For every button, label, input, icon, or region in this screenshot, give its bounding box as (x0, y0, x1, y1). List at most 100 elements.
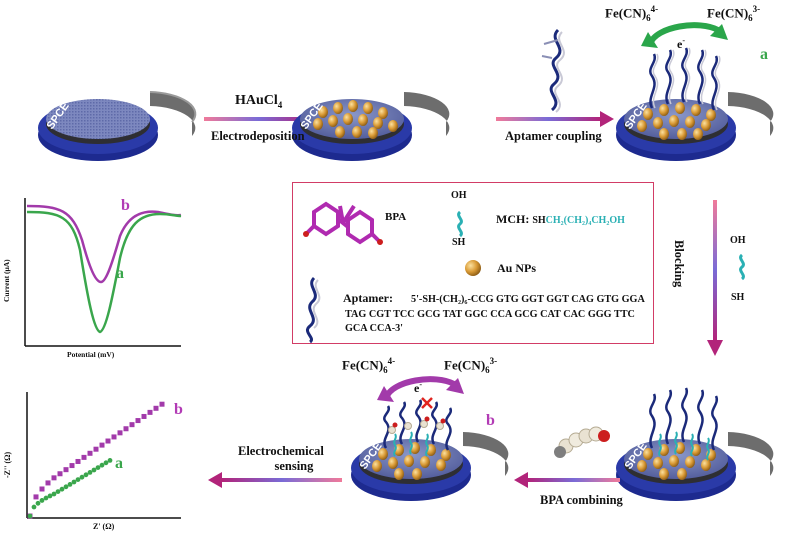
eis-point-a (39, 498, 45, 503)
ferricyanide-label-top: Fe(CN)63- (707, 4, 761, 23)
electrode-blocked: SPCE (616, 387, 774, 501)
cv-curve-a (26, 210, 182, 334)
eis-point-a (51, 491, 57, 497)
eis-point-b (93, 446, 99, 452)
eis-point-a (35, 500, 41, 506)
aptamer-sequence-line3: GCA CCA-3' (345, 323, 404, 334)
arrow-bpa-combining (514, 472, 620, 488)
legend-au-nps-label: Au NPs (497, 261, 537, 275)
electron-transfer-arrow-b (377, 376, 464, 402)
eis-point-b (111, 434, 117, 440)
eis-point-a (87, 470, 93, 475)
cv-label-b: b (121, 197, 130, 214)
electrode-bare: SPCE (38, 91, 197, 161)
electrode-au: SPCE (292, 92, 450, 161)
step-bpa-combining-label: BPA combining (540, 493, 623, 507)
arrow-electrochemical-sensing (208, 472, 342, 488)
legend-sh-label: SH (452, 237, 466, 248)
eis-point-b (87, 450, 93, 456)
eis-point-b (51, 475, 57, 481)
cv-curve-b (26, 204, 182, 284)
eis-point-a (107, 458, 113, 463)
cv-xlabel: Potential (mV) (67, 350, 115, 359)
eis-point-b (75, 458, 81, 464)
eis-label-a: a (115, 455, 123, 472)
eis-label-b: b (174, 401, 183, 418)
reagent-haucl4-label: HAuCl4 (235, 93, 283, 110)
eis-point-a (71, 479, 77, 485)
eis-point-b (117, 430, 123, 436)
cv-ylabel: Current (μA) (2, 259, 11, 302)
eis-xlabel: Z' (Ω) (93, 522, 115, 531)
legend-oh-label: OH (451, 190, 467, 201)
arrow-blocking (707, 200, 723, 356)
ferrocyanide-label-bottom: Fe(CN)64- (342, 356, 396, 375)
eis-point-b (147, 409, 153, 415)
arrow-aptamer-coupling (496, 111, 614, 127)
blocked-cross-icon (421, 397, 433, 409)
eis-series-a (27, 458, 113, 519)
eis-point-a (67, 482, 73, 487)
eis-point-b (129, 422, 135, 428)
mch-structure-icon (457, 210, 463, 238)
ferricyanide-label-bottom: Fe(CN)63- (444, 356, 498, 375)
eis-point-a (31, 504, 37, 510)
aptamer-legend-icon (306, 276, 321, 344)
eis-point-b (105, 438, 111, 444)
electrode-bpa-bound: SPCE (351, 399, 509, 501)
eis-point-a (75, 477, 81, 482)
step-aptamer-coupling-label: Aptamer coupling (505, 129, 602, 143)
eis-point-b (33, 494, 39, 500)
eis-point-b (153, 405, 159, 411)
state-a-label-top: a (760, 46, 768, 63)
step-electrodeposition-label: Electrodeposition (211, 129, 305, 143)
eis-point-a (27, 513, 33, 519)
legend-bpa-label: BPA (385, 211, 407, 223)
bpa-molecule-icon (554, 426, 610, 458)
eis-point-a (79, 474, 85, 480)
ferrocyanide-label-top: Fe(CN)64- (605, 4, 659, 23)
electrode-aptamer: SPCE (616, 47, 774, 161)
aptamer-sequence-line2: TAG CGT TCC GCG TAT GGC CCA GCG CAT CAC … (345, 309, 635, 320)
state-b-label-bottom: b (486, 412, 495, 429)
eis-point-b (57, 471, 63, 477)
blocking-sh-label: SH (731, 292, 745, 303)
electron-transfer-arrow-a (641, 22, 728, 48)
legend-mch-label: MCH: SHCH₂(CH₂)₄CH₂OH (496, 212, 625, 226)
eis-point-a (83, 472, 89, 478)
eis-point-b (159, 401, 165, 407)
eis-point-a (47, 493, 53, 499)
eis-point-a (99, 462, 105, 468)
cv-label-a: a (116, 265, 124, 282)
eis-point-a (43, 495, 49, 501)
eis-point-a (95, 465, 101, 470)
eis-point-b (135, 418, 141, 424)
cv-plot (24, 198, 182, 347)
eis-point-b (123, 426, 129, 432)
eis-point-b (63, 467, 69, 473)
eis-point-a (91, 467, 97, 473)
aptamer-strand-icon (541, 28, 565, 113)
eis-point-a (55, 489, 61, 494)
electron-label-top: e- (677, 36, 685, 51)
electron-label-bottom: e- (414, 380, 422, 395)
eis-point-b (99, 442, 105, 448)
mch-molecule-icon (739, 253, 745, 281)
eis-point-b (39, 486, 45, 492)
eis-point-b (141, 413, 147, 419)
eis-point-b (69, 463, 75, 469)
legend-graphics (303, 201, 481, 344)
aptamer-sequence-line1: 5'-SH-(CH₂)₆-CCG GTG GGT GGT CAG GTG GGA (411, 294, 645, 305)
eis-point-b (81, 454, 87, 460)
eis-point-a (63, 484, 69, 490)
eis-plot (26, 392, 181, 519)
eis-series-b (27, 401, 165, 519)
eis-ylabel: -Z'' (Ω) (3, 451, 12, 478)
bpa-structure-icon (304, 201, 382, 245)
eis-point-b (45, 480, 51, 486)
blocking-oh-label: OH (730, 235, 746, 246)
eis-point-a (103, 460, 109, 466)
step-blocking-label: Blocking (672, 240, 686, 288)
